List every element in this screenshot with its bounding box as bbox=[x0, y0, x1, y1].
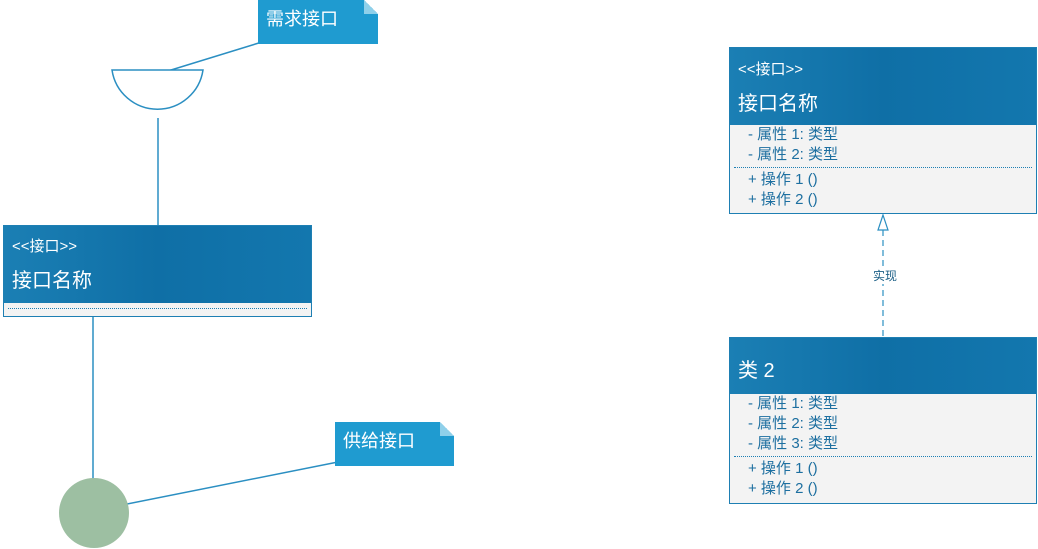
operation-row: + 操作 1 () bbox=[748, 460, 818, 477]
realization-label: 实现 bbox=[871, 267, 900, 284]
provided-note-text: 供给接口 bbox=[343, 431, 415, 451]
attributes-compartment: - 属性 1: 类型 - 属性 2: 类型 bbox=[730, 125, 1036, 165]
interface-name: 接口名称 bbox=[12, 270, 92, 292]
required-interface-note[interactable]: 需求接口 bbox=[258, 0, 378, 44]
compartment-divider bbox=[8, 308, 307, 309]
stereotype-label: <<接口>> bbox=[738, 61, 804, 78]
required-note-text: 需求接口 bbox=[266, 9, 338, 29]
realization-arrowhead bbox=[877, 213, 889, 231]
interface-box-left[interactable]: <<接口>> 接口名称 bbox=[3, 225, 312, 317]
provided-note-connector bbox=[126, 461, 339, 505]
stereotype-label: <<接口>> bbox=[12, 238, 78, 255]
compartment-divider bbox=[734, 167, 1032, 168]
attribute-row: - 属性 2: 类型 bbox=[748, 146, 839, 163]
required-interface-socket bbox=[111, 69, 204, 110]
interface-box-right[interactable]: <<接口>> 接口名称 - 属性 1: 类型 - 属性 2: 类型 + 操作 1… bbox=[729, 47, 1037, 214]
operation-row: + 操作 1 () bbox=[748, 171, 818, 188]
attribute-row: - 属性 1: 类型 bbox=[748, 395, 839, 412]
interface-header: <<接口>> 接口名称 bbox=[4, 226, 311, 303]
compartment-divider bbox=[734, 456, 1032, 457]
class-box-2[interactable]: 类 2 - 属性 1: 类型 - 属性 2: 类型 - 属性 3: 类型 + 操… bbox=[729, 337, 1037, 504]
required-note-connector bbox=[157, 41, 263, 75]
operations-compartment: + 操作 1 () + 操作 2 () bbox=[730, 459, 1036, 499]
provided-interface-note[interactable]: 供给接口 bbox=[335, 422, 454, 466]
class-name: 类 2 bbox=[738, 360, 775, 382]
attribute-row: - 属性 2: 类型 bbox=[748, 415, 839, 432]
attributes-compartment: - 属性 1: 类型 - 属性 2: 类型 - 属性 3: 类型 bbox=[730, 394, 1036, 454]
provided-interface-ball bbox=[59, 478, 129, 548]
operation-row: + 操作 2 () bbox=[748, 191, 818, 208]
interface-name: 接口名称 bbox=[738, 93, 818, 115]
operations-compartment: + 操作 1 () + 操作 2 () bbox=[730, 170, 1036, 210]
interface-header: <<接口>> 接口名称 bbox=[730, 48, 1036, 125]
attribute-row: - 属性 1: 类型 bbox=[748, 126, 839, 143]
operation-row: + 操作 2 () bbox=[748, 480, 818, 497]
attribute-row: - 属性 3: 类型 bbox=[748, 435, 839, 452]
class-header: 类 2 bbox=[730, 338, 1036, 394]
